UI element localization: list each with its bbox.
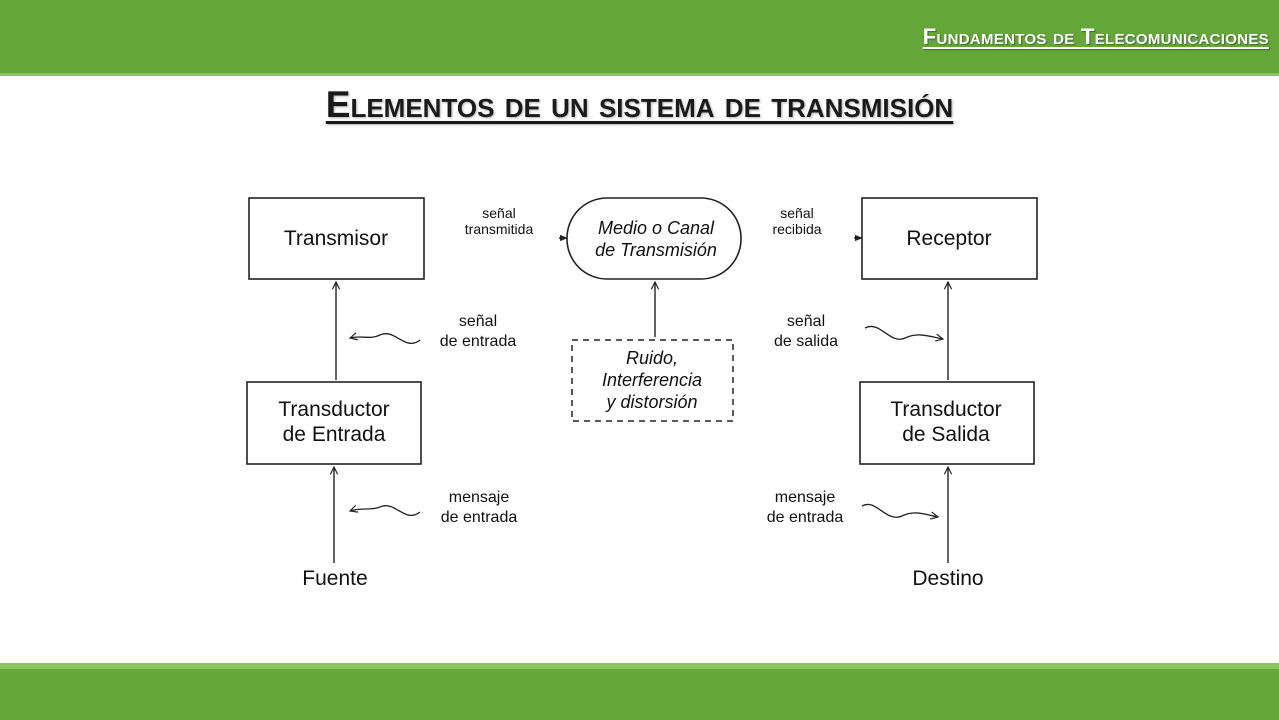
- medio-label-2: de Transmisión: [595, 240, 717, 260]
- mensaje-entrada-izq-label-2: de entrada: [441, 509, 518, 526]
- transductor-entrada-box: [246, 381, 422, 465]
- receptor-label: Receptor: [906, 227, 991, 250]
- medio-label-1: Medio o Canal: [598, 218, 715, 238]
- senal-salida-label-1: señal: [787, 313, 825, 330]
- mensaje-entrada-der-label-2: de entrada: [767, 509, 844, 526]
- footer-bar: [0, 663, 1279, 720]
- transductor-salida-label-1: Transductor: [890, 398, 1001, 421]
- header-title: Fundamentos de Telecomunicaciones: [922, 24, 1269, 49]
- mensaje-entrada-der-label-1: mensaje: [775, 489, 836, 506]
- transductor-salida-box: [859, 381, 1035, 465]
- senal-salida-label-2: de salida: [774, 333, 838, 350]
- transductor-salida-label-2: de Salida: [902, 423, 990, 446]
- slide-title: Elementos de un sistema de transmisión: [325, 84, 954, 125]
- wavy-arrow-mensaje-entrada-der: [861, 503, 938, 517]
- transmisor-label: Transmisor: [284, 227, 388, 250]
- senal-entrada-label-1: señal: [459, 313, 497, 330]
- destino-label: Destino: [912, 567, 983, 590]
- transductor-entrada-label-1: Transductor: [278, 398, 389, 421]
- ruido-label-2: Interferencia: [602, 370, 702, 390]
- wavy-arrow-mensaje-entrada-izq: [350, 506, 421, 516]
- senal-recibida-label-1: señal: [780, 205, 813, 221]
- ruido-label-1: Ruido,: [626, 348, 678, 368]
- medio-box: [566, 197, 742, 280]
- header-bar: Fundamentos de Telecomunicaciones: [0, 0, 1279, 76]
- transductor-entrada-label-2: de Entrada: [283, 423, 386, 446]
- wavy-arrow-senal-entrada: [350, 334, 421, 344]
- ruido-box: [571, 339, 734, 422]
- senal-entrada-label-2: de entrada: [440, 333, 517, 350]
- senal-transmitida-label-2: transmitida: [465, 221, 534, 237]
- ruido-label-3: y distorsión: [604, 392, 697, 412]
- transmisor-box: [248, 197, 425, 280]
- wavy-arrow-senal-salida: [864, 325, 943, 339]
- senal-transmitida-label-1: señal: [482, 205, 515, 221]
- mensaje-entrada-izq-label-1: mensaje: [449, 489, 510, 506]
- fuente-label: Fuente: [302, 567, 367, 590]
- senal-recibida-label-2: recibida: [772, 221, 821, 237]
